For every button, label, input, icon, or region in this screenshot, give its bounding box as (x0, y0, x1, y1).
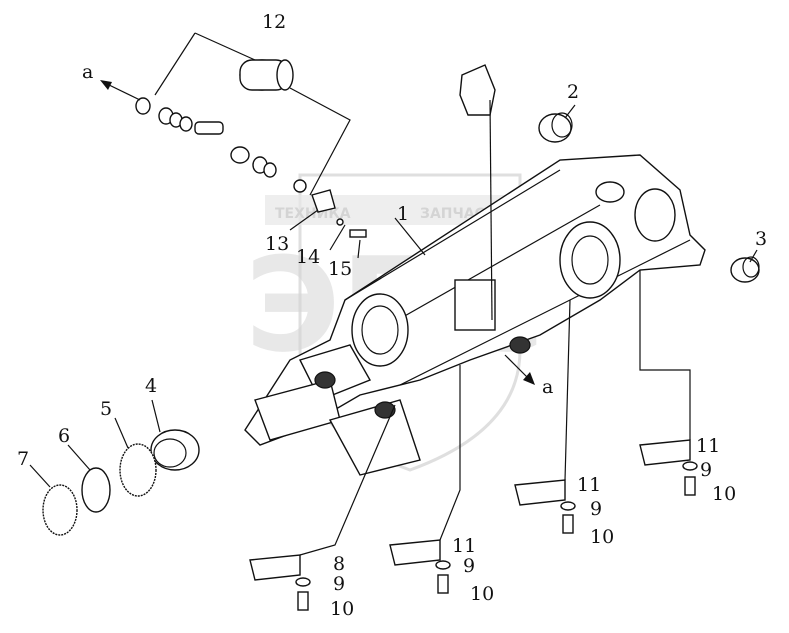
fastener-group-3 (514, 479, 576, 534)
callout-7: 7 (17, 448, 29, 470)
callout-11a: 11 (452, 535, 476, 557)
part-6-snap-ring (81, 467, 111, 513)
callout-10c: 10 (590, 526, 614, 548)
callout-9d: 9 (700, 459, 712, 481)
fastener-group-4 (639, 439, 698, 496)
exploded-shaft-assembly (135, 97, 367, 238)
callout-1: 1 (397, 203, 409, 225)
axle-housing (244, 154, 706, 476)
arrow-a-mid (504, 354, 535, 385)
callout-5: 5 (100, 398, 112, 420)
callout-12: 12 (262, 11, 286, 33)
callout-11c: 11 (696, 435, 720, 457)
callout-3: 3 (755, 228, 767, 250)
part-12-mount (239, 59, 294, 91)
part-5-seal-ring (119, 443, 157, 497)
callout-6: 6 (58, 425, 70, 447)
callout-2: 2 (567, 81, 579, 103)
part-4-sleeve (150, 429, 200, 471)
arrow-a-top-label: a (82, 61, 93, 83)
leader-lines (29, 32, 758, 556)
callout-9a: 9 (333, 573, 345, 595)
callout-9c: 9 (590, 498, 602, 520)
callout-15: 15 (328, 258, 352, 280)
fastener-group-1 (249, 554, 311, 611)
fastener-group-2 (389, 539, 451, 594)
callout-8: 8 (333, 553, 345, 575)
callout-11b: 11 (577, 474, 601, 496)
part-3-bushing (730, 256, 760, 283)
arrow-a-top (100, 80, 141, 101)
callout-4: 4 (145, 375, 157, 397)
callout-10d: 10 (712, 483, 736, 505)
callout-13: 13 (265, 233, 289, 255)
callout-10b: 10 (470, 583, 494, 605)
callout-14: 14 (296, 246, 320, 268)
part-2-bushing (538, 112, 573, 143)
callout-10a: 10 (330, 598, 354, 620)
part-7-seal-ring (42, 484, 78, 536)
callout-9b: 9 (463, 555, 475, 577)
arrow-a-mid-label: a (542, 376, 553, 398)
